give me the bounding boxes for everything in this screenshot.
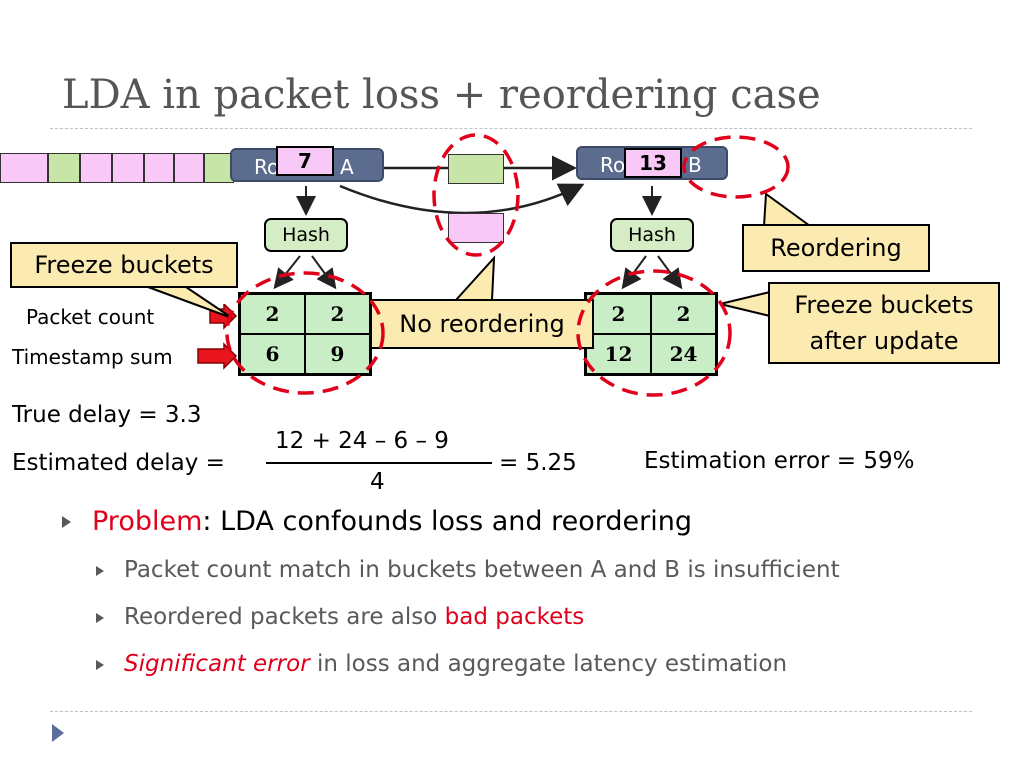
bullet-main-highlight: Problem	[92, 506, 203, 537]
footer-divider	[50, 711, 972, 712]
bullet-sub-3-highlight: Significant error	[124, 651, 310, 677]
router-a-label-prefix: Ro	[254, 155, 280, 179]
delay-numerator: 12 + 24 – 6 – 9	[275, 428, 449, 454]
callout-reordering: Reordering	[742, 224, 930, 272]
hash-box-a: Hash	[264, 218, 348, 252]
sub-bullet-arrow-icon	[96, 566, 104, 576]
bucket-b-sum-1: 12	[586, 334, 651, 374]
queue-packet	[112, 153, 144, 183]
bucket-a-count-1: 2	[240, 294, 305, 334]
callout-freeze-buckets-a: Freeze buckets	[10, 242, 238, 288]
router-b-counter: 13	[624, 148, 682, 178]
title-divider	[50, 128, 972, 129]
queue-packet	[174, 153, 204, 183]
estimation-error: Estimation error = 59%	[644, 448, 915, 474]
bucket-grid-a: 2 2 6 9	[238, 292, 372, 376]
arrow-hash-a-right	[311, 255, 337, 290]
highlight-circles	[225, 133, 790, 397]
delay-denominator: 4	[370, 469, 385, 495]
bucket-a-sum-2: 9	[305, 334, 370, 374]
bucket-b-count-2: 2	[651, 294, 716, 334]
bullet-main-text: : LDA confounds loss and reordering	[202, 506, 692, 537]
bullet-sub-2: Reordered packets are also bad packets	[124, 604, 584, 630]
queue-packet	[144, 153, 174, 183]
callout-no-reordering: No reordering	[370, 299, 594, 349]
in-flight-packet-green	[448, 154, 504, 184]
bucket-a-sum-1: 6	[240, 334, 305, 374]
callout-freeze-b-line1: Freeze buckets	[794, 291, 974, 319]
bullet-main: Problem: LDA confounds loss and reorderi…	[92, 506, 692, 537]
arrow-hash-b-left	[621, 255, 647, 290]
in-flight-packet-pink	[448, 213, 504, 243]
estimated-delay-label: Estimated delay =	[12, 450, 225, 476]
bucket-a-count-2: 2	[305, 294, 370, 334]
hash-box-b: Hash	[610, 218, 694, 252]
circle-in-flight	[432, 133, 520, 257]
callout-tails	[147, 192, 814, 319]
footer-arrow-icon	[52, 724, 64, 742]
packet-count-label: Packet count	[26, 305, 155, 329]
bucket-grid-b: 2 2 12 24	[584, 292, 718, 376]
true-delay: True delay = 3.3	[12, 402, 202, 428]
bullet-sub-3-text: in loss and aggregate latency estimation	[309, 651, 788, 677]
slide-title: LDA in packet loss + reordering case	[62, 72, 821, 118]
sub-bullet-arrow-icon	[96, 660, 104, 670]
callout-freeze-b-line2: after update	[809, 327, 959, 355]
bullet-sub-2-highlight: bad packets	[444, 604, 585, 630]
callout-freeze-buckets-after-update: Freeze buckets after update	[768, 282, 1000, 364]
timestamp-sum-label: Timestamp sum	[12, 345, 173, 369]
bullet-sub-1: Packet count match in buckets between A …	[124, 557, 840, 583]
queue-packet	[0, 153, 48, 183]
sub-bullet-arrow-icon	[96, 613, 104, 623]
router-a-label-suffix: A	[340, 155, 354, 179]
router-b-label-prefix: Ro	[600, 153, 626, 177]
fraction-bar	[266, 462, 492, 464]
circle-lost-packet	[682, 135, 790, 199]
packet-queue	[0, 153, 234, 183]
router-b-label-suffix: B	[688, 153, 702, 177]
arrow-hash-a-left	[273, 255, 301, 290]
queue-packet	[48, 153, 80, 183]
red-arrow-sum	[197, 342, 238, 370]
circle-buckets-a	[225, 271, 385, 395]
circle-buckets-b	[576, 269, 732, 397]
bullet-arrow-icon	[62, 516, 71, 528]
queue-packet	[80, 153, 112, 183]
delay-result: = 5.25	[499, 450, 577, 476]
bullet-sub-2-text: Reordered packets are also	[124, 604, 445, 630]
bullet-sub-3: Significant error in loss and aggregate …	[124, 651, 787, 677]
bucket-b-sum-2: 24	[651, 334, 716, 374]
router-a-counter: 7	[276, 146, 334, 176]
